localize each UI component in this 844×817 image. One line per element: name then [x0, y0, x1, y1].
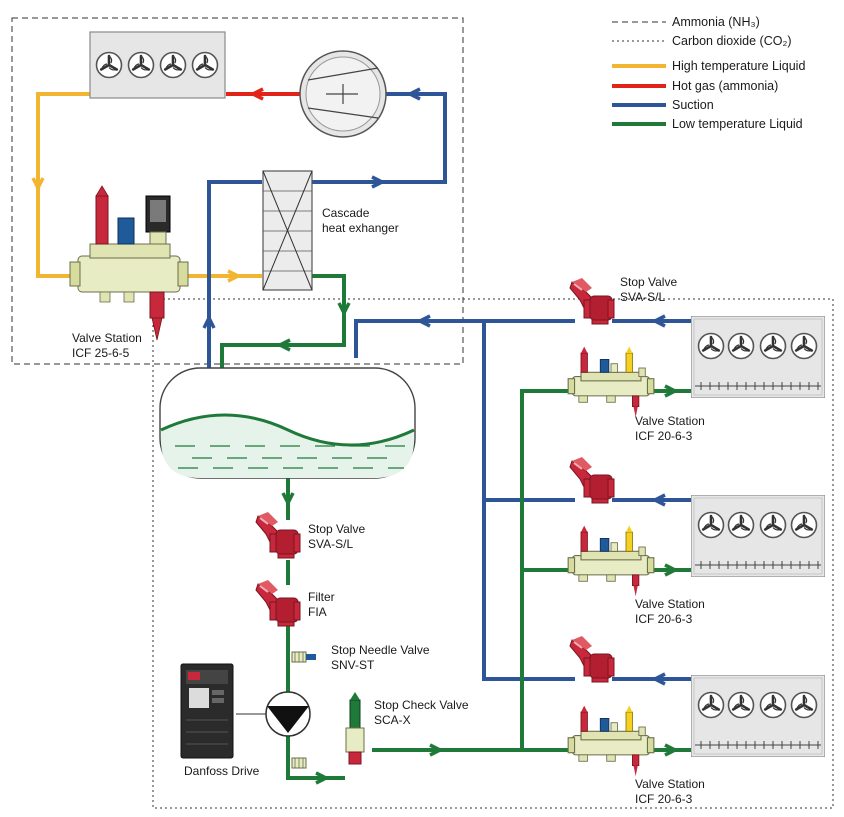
evaporator-2 — [691, 495, 825, 577]
pipe-low-temp-liquid-pump — [286, 389, 570, 780]
valve-station-icf20-2 — [567, 525, 655, 597]
check-valve-label-2: SCA-X — [374, 713, 411, 727]
cascade-hx-label-2: heat exhanger — [322, 221, 399, 235]
stop-valve-top-label-1: Stop Valve — [620, 275, 677, 289]
stop-valve-top-label-2: SVA-S/L — [620, 290, 665, 304]
valve-station-3-label-1: Valve Station — [635, 777, 705, 791]
flow-arrow — [371, 175, 386, 189]
stop-check-valve-sca — [345, 692, 365, 765]
valve-station-1-label-1: Valve Station — [635, 414, 705, 428]
ammonia-region-boundary — [11, 17, 464, 365]
legend-item-co2: Carbon dioxide (CO₂) — [672, 34, 791, 48]
valve-station-icf25-label-2: ICF 25-6-5 — [72, 346, 130, 360]
stop-needle-valve — [291, 651, 316, 663]
evaporator-3 — [691, 675, 825, 757]
needle-valve-label-1: Stop Needle Valve — [331, 643, 430, 657]
pipe-suction-return — [354, 319, 691, 358]
flow-arrow — [651, 672, 666, 686]
valve-station-2-label-1: Valve Station — [635, 597, 705, 611]
stop-valve-sva-top — [569, 277, 615, 325]
legend-item-low-temp: Low temperature Liquid — [672, 117, 803, 131]
fan-icon — [191, 51, 219, 79]
valve-station-2-label-2: ICF 20-6-3 — [635, 612, 693, 626]
stop-valve-mid-label-1: Stop Valve — [308, 522, 365, 536]
flow-arrow — [664, 743, 679, 757]
pipe-suction — [207, 92, 447, 396]
flow-arrow — [406, 87, 421, 101]
fan-icon — [159, 51, 187, 79]
fan-icon — [95, 51, 123, 79]
legend-item-ammonia: Ammonia (NH₃) — [672, 15, 760, 29]
co2-receiver — [159, 367, 416, 479]
stop-valve-sva-mid — [255, 511, 301, 559]
cascade-heat-exchanger — [262, 170, 313, 291]
flow-arrow — [249, 87, 264, 101]
legend-item-high-temp: High temperature Liquid — [672, 59, 805, 73]
flow-arrow — [227, 269, 242, 283]
cascade-hx-label-1: Cascade — [322, 206, 370, 220]
condenser-unit — [89, 31, 226, 99]
evaporator-1 — [691, 316, 825, 398]
stop-needle-valve-lower — [291, 757, 307, 769]
stop-valve-sva-3 — [569, 635, 615, 683]
filter-label-2: FIA — [308, 605, 327, 619]
valve-station-icf25 — [69, 185, 189, 341]
flow-arrow — [276, 338, 291, 352]
valve-station-icf20-1 — [567, 346, 655, 418]
legend: Ammonia (NH₃) Carbon dioxide (CO₂) High … — [612, 15, 805, 131]
flow-arrow — [281, 492, 295, 507]
valve-station-icf25-label-1: Valve Station — [72, 331, 142, 345]
danfoss-drive-label: Danfoss Drive — [184, 764, 260, 778]
flow-arrow — [651, 314, 666, 328]
needle-valve-label-2: SNV-ST — [331, 658, 375, 672]
valve-station-1-label-2: ICF 20-6-3 — [635, 429, 693, 443]
fan-icon — [127, 51, 155, 79]
valve-station-icf20-3 — [567, 705, 655, 777]
flow-arrow — [202, 314, 216, 329]
stop-valve-sva-2 — [569, 456, 615, 504]
flow-arrow — [664, 384, 679, 398]
flow-arrow — [337, 302, 351, 317]
danfoss-drive-icon — [180, 663, 234, 759]
stop-valve-mid-label-2: SVA-S/L — [308, 537, 353, 551]
filter-fia — [255, 579, 301, 627]
filter-label-1: Filter — [308, 590, 335, 604]
legend-item-hot-gas: Hot gas (ammonia) — [672, 79, 778, 93]
legend-item-suction: Suction — [672, 98, 714, 112]
pump-icon — [236, 691, 311, 737]
flow-arrow — [416, 314, 431, 328]
flow-arrow — [31, 177, 45, 192]
flow-arrow — [315, 771, 330, 785]
compressor-icon — [299, 50, 387, 138]
flow-arrow — [664, 563, 679, 577]
flow-arrow — [429, 743, 444, 757]
pipe-low-temp-liquid — [220, 274, 346, 396]
check-valve-label-1: Stop Check Valve — [374, 698, 469, 712]
flow-arrow — [651, 493, 666, 507]
valve-station-3-label-2: ICF 20-6-3 — [635, 792, 693, 806]
